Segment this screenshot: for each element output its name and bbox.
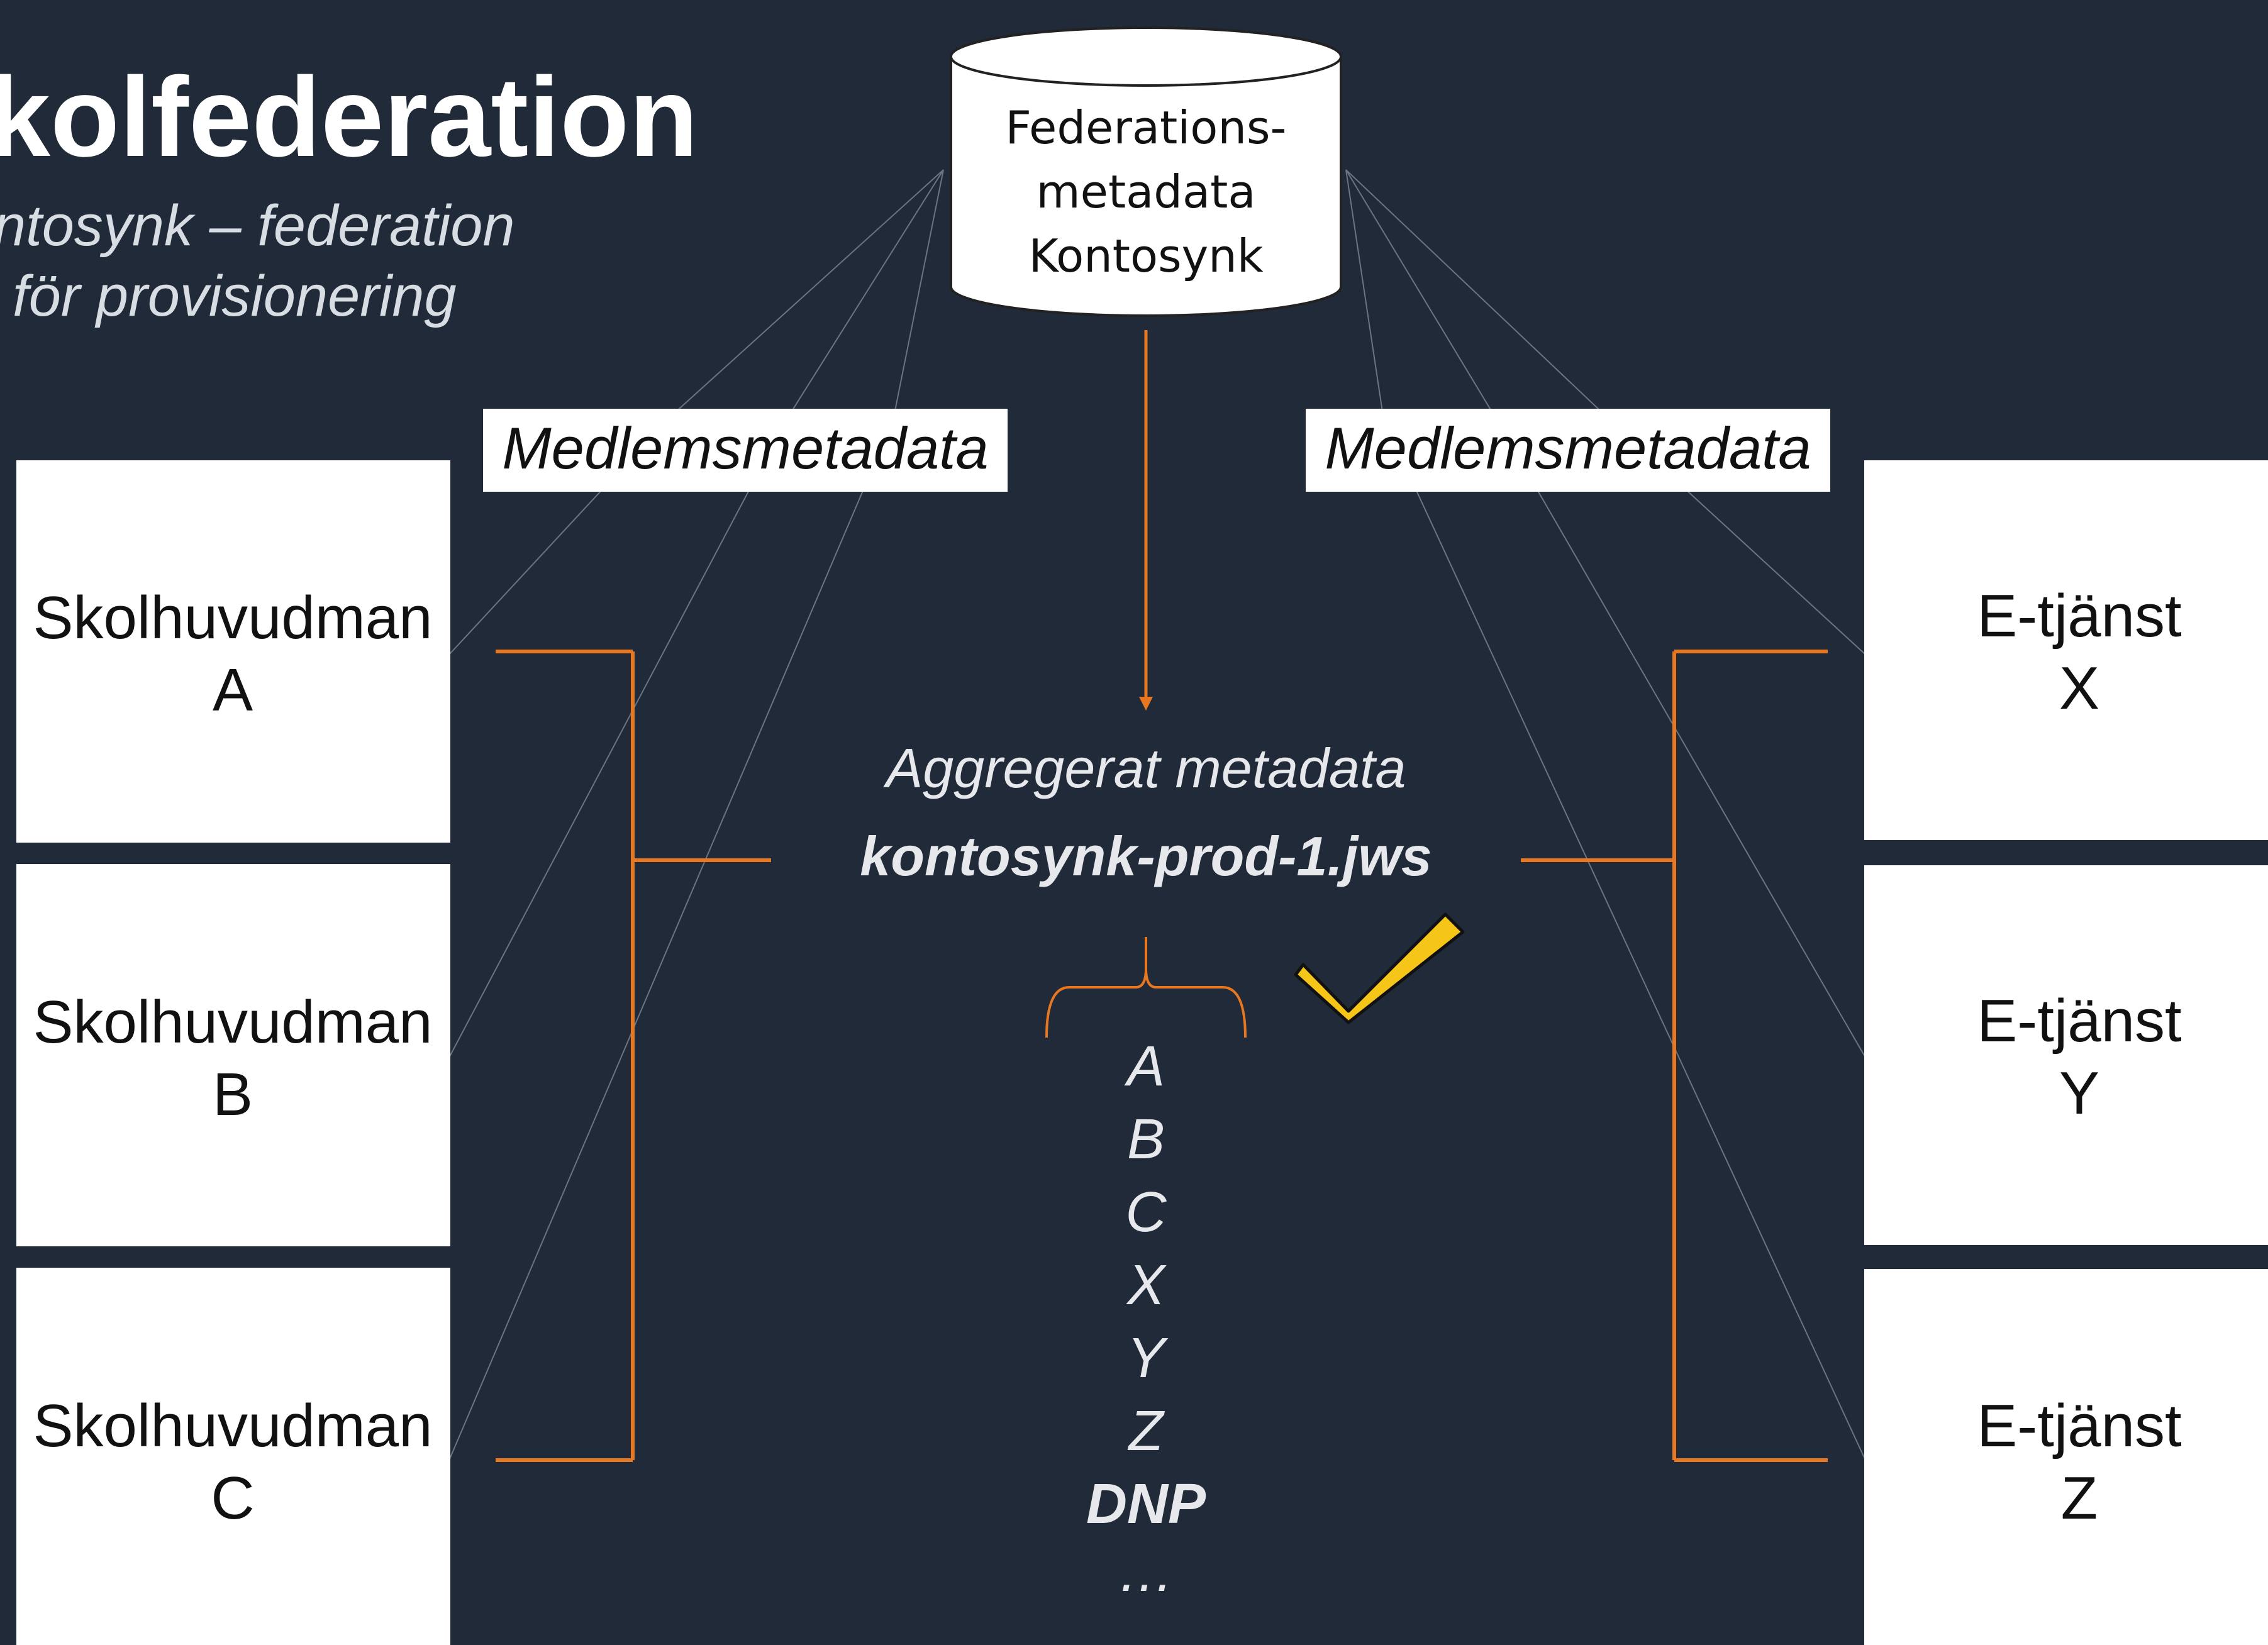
right-box-z-line1: E-tjänst bbox=[1977, 1392, 2181, 1459]
checkmark-icon bbox=[1294, 912, 1465, 1024]
left-box-c: Skolhuvudman C bbox=[16, 1268, 450, 1645]
aggregate-filename: kontosynk-prod-1.jws bbox=[860, 825, 1431, 887]
members-list-more: … bbox=[1118, 1541, 1174, 1603]
right-box-z: E-tjänst Z bbox=[1864, 1269, 2268, 1645]
members-list-item: Y bbox=[1127, 1327, 1169, 1390]
left-orange-bracket bbox=[496, 650, 771, 1462]
metadata-connector-lines bbox=[449, 169, 1865, 1459]
right-orange-bracket bbox=[1521, 650, 1828, 1462]
slide-subtitle-line2: för provisionering bbox=[13, 264, 457, 328]
member-metadata-label-right-box bbox=[1306, 409, 1830, 492]
left-box-c-line1: Skolhuvudman bbox=[33, 1392, 432, 1459]
database-label-line3: Kontosynk bbox=[1028, 230, 1263, 282]
right-box-y: E-tjänst Y bbox=[1864, 865, 2268, 1245]
database-label-line2: metadata bbox=[1037, 165, 1256, 218]
right-box-y-line2: Y bbox=[2059, 1060, 2099, 1127]
members-list-item-bold: DNP bbox=[1086, 1473, 1206, 1536]
members-list-item: B bbox=[1127, 1108, 1165, 1171]
members-list-item: A bbox=[1124, 1035, 1165, 1098]
database-label-line1: Federations- bbox=[1006, 101, 1287, 154]
database-cylinder-icon bbox=[950, 26, 1342, 317]
members-list-item: X bbox=[1126, 1254, 1167, 1317]
members-list: A B C X Y Z DNP … bbox=[1086, 1035, 1206, 1603]
right-box-x-line1: E-tjänst bbox=[1977, 582, 2181, 650]
right-box-x: E-tjänst X bbox=[1864, 460, 2268, 840]
left-box-a: Skolhuvudman A bbox=[16, 460, 450, 843]
slide-subtitle-line1: ntosynk – federation bbox=[0, 194, 515, 258]
members-curly-brace bbox=[1045, 937, 1247, 1038]
aggregate-arrow bbox=[1139, 330, 1153, 711]
members-list-item: Z bbox=[1128, 1400, 1165, 1463]
left-box-a-line2: A bbox=[213, 656, 253, 724]
right-box-y-line1: E-tjänst bbox=[1977, 987, 2181, 1055]
left-box-a-line1: Skolhuvudman bbox=[33, 584, 432, 651]
aggregate-label: Aggregerat metadata bbox=[883, 737, 1406, 799]
left-box-b: Skolhuvudman B bbox=[16, 864, 450, 1246]
member-metadata-label-right: Medlemsmetadata bbox=[1325, 415, 1811, 481]
left-box-b-line2: B bbox=[213, 1061, 253, 1128]
right-box-z-line2: Z bbox=[2061, 1465, 2098, 1532]
left-box-b-line1: Skolhuvudman bbox=[33, 989, 432, 1056]
member-metadata-label-left-box bbox=[483, 409, 1008, 492]
right-box-x-line2: X bbox=[2059, 655, 2099, 722]
slide-title: kolfederation bbox=[0, 54, 698, 180]
members-list-item: C bbox=[1126, 1181, 1167, 1244]
member-metadata-label-left: Medlemsmetadata bbox=[502, 415, 988, 481]
left-box-c-line2: C bbox=[211, 1465, 254, 1532]
